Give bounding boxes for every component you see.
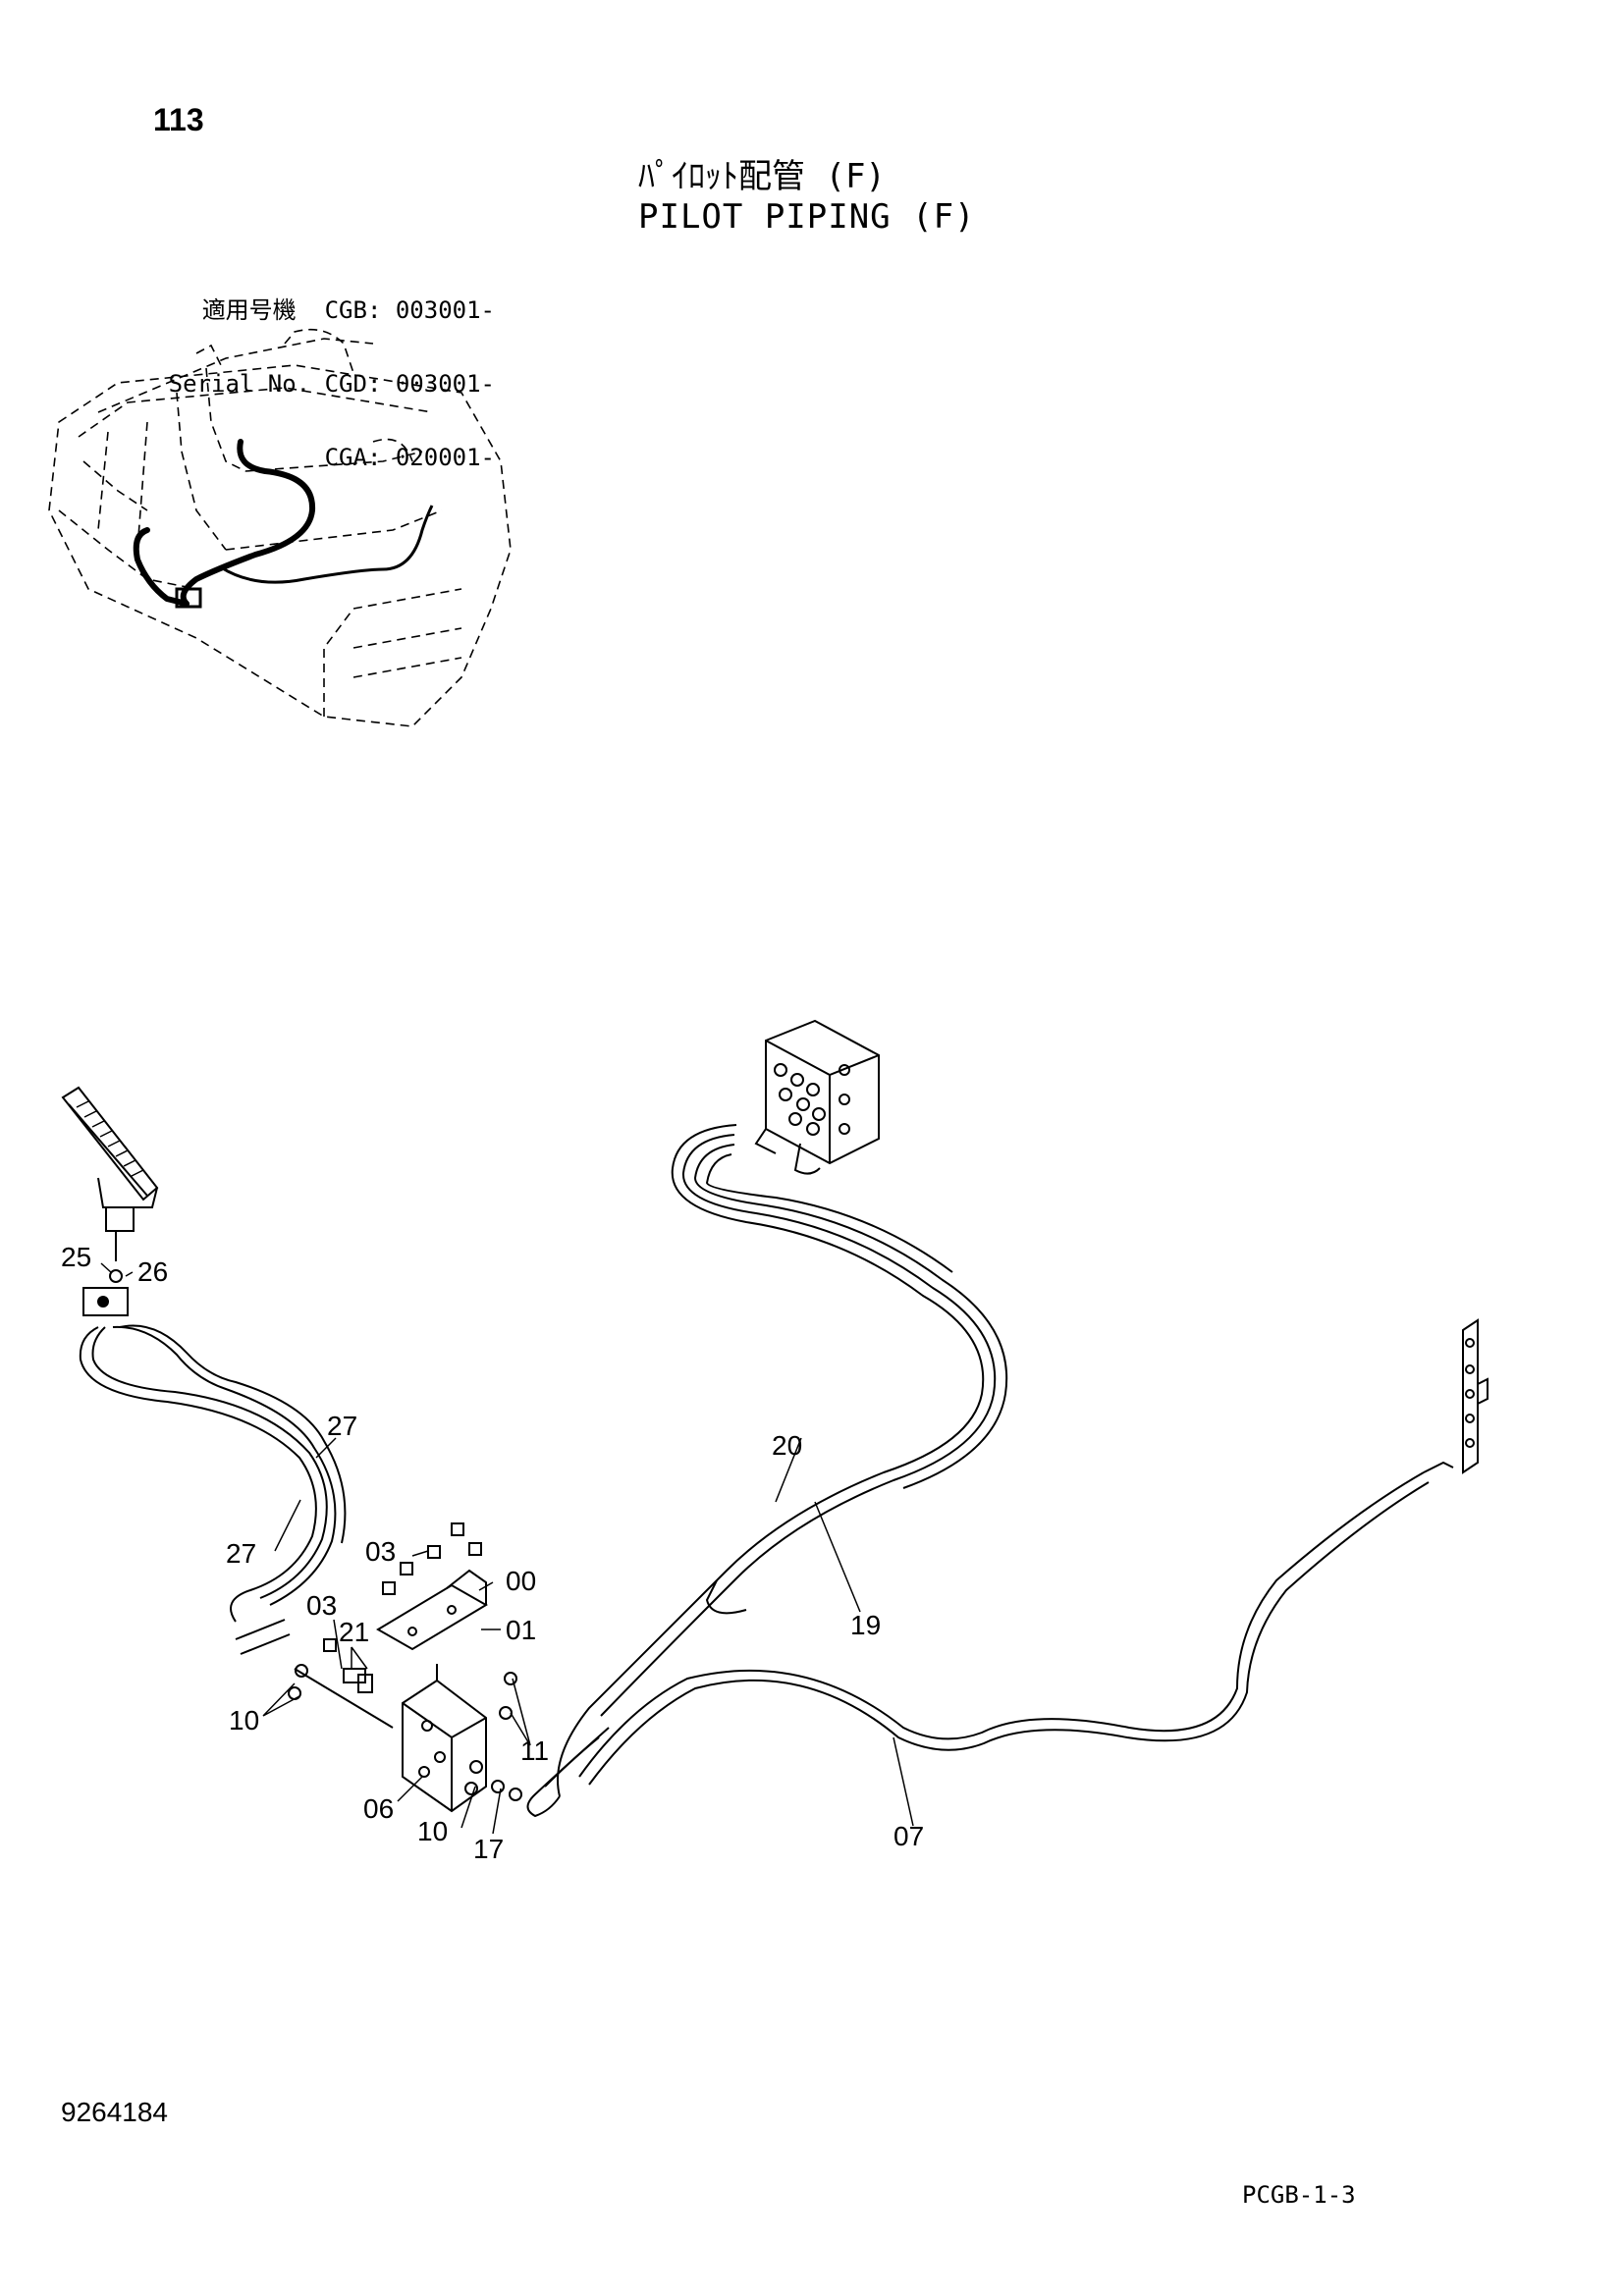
- document-number: 9264184: [61, 2097, 169, 2127]
- callout-03-lower: 03: [306, 1590, 337, 1621]
- callout-03-upper: 03: [365, 1536, 396, 1567]
- callout-26: 26: [137, 1256, 168, 1287]
- page-code: PCGB-1-3: [1242, 2181, 1356, 2209]
- callout-10-left: 10: [229, 1705, 259, 1735]
- title-japanese: ﾊﾟｲﾛｯﾄ配管 (F): [638, 157, 886, 196]
- callout-21: 21: [339, 1617, 369, 1647]
- machine-overview-illustration: [48, 328, 512, 727]
- callout-10-bottom: 10: [417, 1816, 448, 1846]
- clamp-21: [343, 1668, 373, 1693]
- callout-06: 06: [363, 1793, 394, 1824]
- callout-25: 25: [61, 1242, 91, 1272]
- title-english: PILOT PIPING (F): [638, 197, 976, 237]
- valve-block-06: [402, 1664, 487, 1813]
- page-number: 113: [153, 102, 204, 137]
- serial-row-1: 適用号機 CGB: 003001-: [153, 298, 495, 323]
- hose-27: [79, 1324, 347, 1623]
- serial-model: CGB:: [324, 296, 382, 324]
- hose-20-19: [526, 1124, 1008, 1818]
- callout-11: 11: [520, 1735, 549, 1766]
- pedal-illustration: [61, 1086, 159, 1261]
- callout-27-lower: 27: [226, 1538, 256, 1569]
- callout-19: 19: [850, 1610, 881, 1640]
- fitting-25-26: [82, 1269, 129, 1316]
- serial-model: CGD:: [324, 370, 382, 398]
- overview-pilot-hose: [133, 439, 316, 607]
- control-valve-illustration: [754, 1019, 880, 1175]
- hose-07: [578, 1471, 1430, 1786]
- overview-return-line: [220, 505, 434, 584]
- serial-row-2: Serial No. CGD: 003001-: [153, 372, 495, 397]
- callout-07: 07: [893, 1821, 924, 1851]
- callout-20: 20: [772, 1430, 802, 1461]
- serial-number: 020001-: [395, 444, 495, 471]
- serial-number: 003001-: [395, 296, 495, 324]
- bracket-00: [376, 1569, 488, 1651]
- bolts-03: [323, 1522, 482, 1652]
- serial-number: 003001-: [395, 370, 495, 398]
- callout-17: 17: [473, 1834, 504, 1864]
- serial-label-jp: 適用号機: [201, 296, 297, 324]
- callout-27-upper: 27: [327, 1411, 357, 1441]
- manifold-illustration: [1423, 1318, 1489, 1474]
- fittings-10-11-17: [235, 1619, 522, 1801]
- leader-lines: [100, 1262, 914, 1835]
- overview-valve-icon: [175, 587, 202, 609]
- serial-number-block: 適用号機 CGB: 003001- Serial No. CGD: 003001…: [153, 249, 495, 495]
- callout-00: 00: [506, 1566, 536, 1596]
- serial-row-3: CGA: 020001-: [153, 446, 495, 470]
- callout-01: 01: [506, 1615, 536, 1645]
